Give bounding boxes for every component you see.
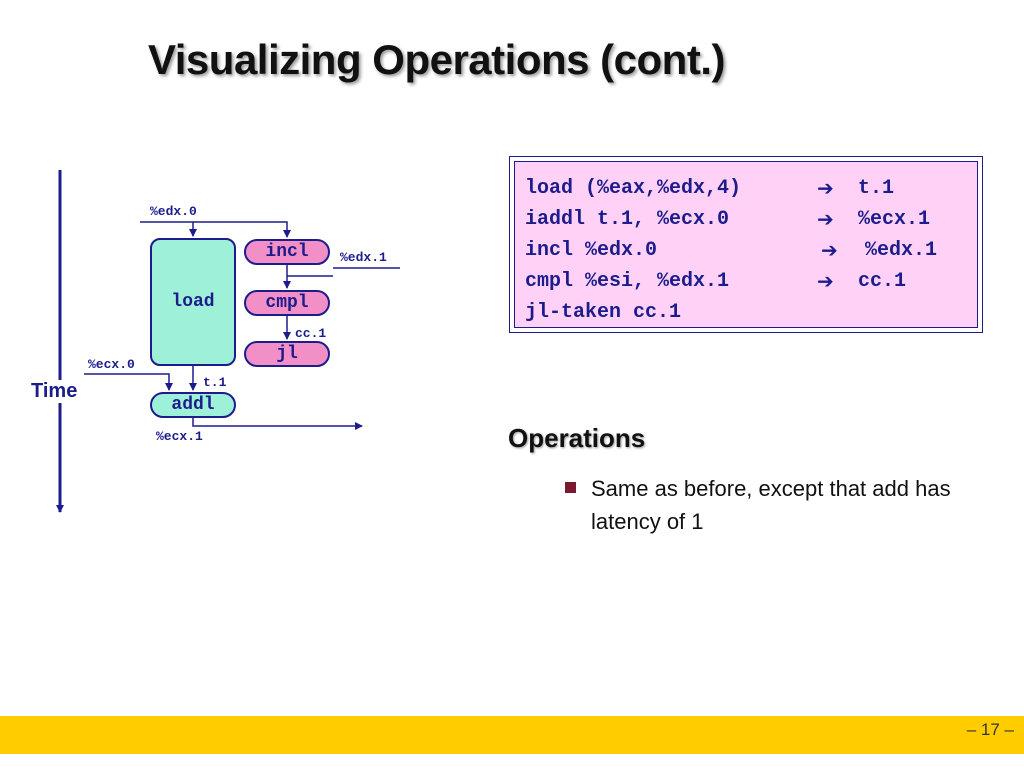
code-destination: t.1 [858,177,895,200]
code-line: iaddl t.1, %ecx.0 ➔ %ecx.1 [525,204,977,235]
jl-node: jl [244,341,330,367]
square-bullet-icon [565,482,576,493]
time-label: Time [29,380,80,403]
right-arrow-icon: ➔ [817,176,834,200]
code-panel: load (%eax,%edx,4) ➔ t.1 iaddl t.1, %ecx… [514,161,978,328]
incl-node: incl [244,239,330,265]
right-arrow-icon: ➔ [817,207,834,231]
page-number: – 17 – [966,720,1014,739]
code-line: incl %edx.0 ➔ %edx.1 [525,235,977,266]
code-destination: %edx.1 [865,239,938,262]
addl-node: addl [150,392,236,418]
load-node: load [150,238,236,366]
cmpl-node: cmpl [244,290,330,316]
edx1-label: %edx.1 [340,250,387,265]
code-line: cmpl %esi, %edx.1 ➔ cc.1 [525,266,977,297]
code-instruction: incl %edx.0 [525,239,658,262]
ecx1-label: %ecx.1 [156,429,203,444]
code-destination: %ecx.1 [858,208,931,231]
code-instruction: iaddl t.1, %ecx.0 [525,208,730,231]
code-line: jl-taken cc.1 [525,297,977,328]
dataflow-diagram [56,170,400,513]
cc1-label: cc.1 [295,326,327,341]
operations-bullet: Same as before, except that add has late… [591,476,951,534]
ecx0-label: %ecx.0 [88,357,135,372]
code-destination: cc.1 [858,270,907,293]
right-arrow-icon: ➔ [821,238,838,262]
footer-bar: – 17 – [0,716,1024,754]
edx0-label: %edx.0 [150,204,197,219]
code-line: load (%eax,%edx,4) ➔ t.1 [525,173,977,204]
ecx1-edge [192,418,363,430]
edx0-edge [140,221,291,238]
t1-label: t.1 [203,375,227,390]
operations-heading: Operations [508,423,646,453]
code-box: load (%eax,%edx,4) ➔ t.1 iaddl t.1, %ecx… [509,156,983,333]
code-instruction: load (%eax,%edx,4) [525,177,742,200]
slide-title: Visualizing Operations (cont.) [148,36,725,83]
code-instruction: cmpl %esi, %edx.1 [525,270,730,293]
right-arrow-icon: ➔ [817,269,834,293]
code-instruction: jl-taken cc.1 [525,301,682,324]
ecx0-edge [84,373,173,391]
